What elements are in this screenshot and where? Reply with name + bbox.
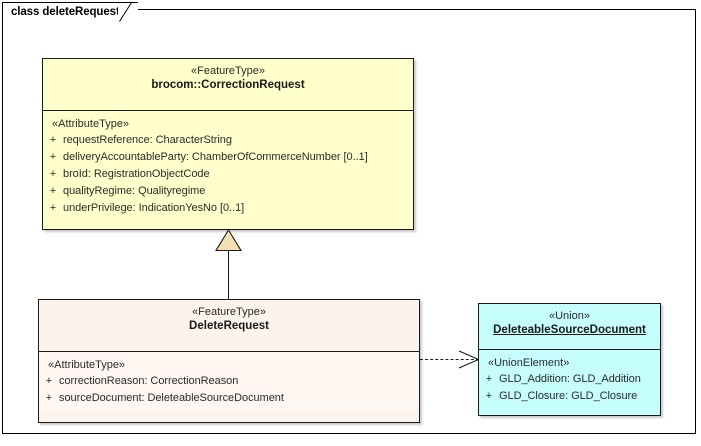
attribute-row[interactable]: + requestReference: CharacterString [43,132,413,149]
attribute-row[interactable]: + broId: RegistrationObjectCode [43,166,413,183]
compartment-label: «AttributeType» [48,359,126,371]
visibility-marker: + [485,390,493,402]
attribute-text: requestReference: CharacterString [63,134,232,146]
attribute-row[interactable]: + GLD_Closure: GLD_Closure [479,388,660,405]
attribute-text: qualityRegime: Qualityregime [63,185,206,197]
attribute-row[interactable]: + GLD_Addition: GLD_Addition [479,371,660,388]
visibility-marker: + [49,134,57,146]
visibility-marker: + [485,373,493,385]
attribute-text: sourceDocument: DeleteableSourceDocument [59,392,284,404]
attribute-row[interactable]: + deliveryAccountableParty: ChamberOfCom… [43,149,413,166]
generalization-line[interactable] [228,250,229,299]
compartment-label: «AttributeType» [52,118,130,130]
diagram-frame [2,9,696,434]
attribute-text: deliveryAccountableParty: ChamberOfComme… [63,151,368,163]
class-name: brocom::CorrectionRequest [151,79,305,91]
class-box-correctionrequest[interactable]: «FeatureType» brocom::CorrectionRequest … [42,58,414,230]
dependency-line[interactable] [420,359,479,361]
class-name: DeleteRequest [189,320,269,332]
attribute-text: underPrivilege: IndicationYesNo [0..1] [63,202,245,214]
attribute-text: correctionReason: CorrectionReason [59,375,239,387]
class-stereotype: «FeatureType» [192,306,266,318]
attribute-text: GLD_Closure: GLD_Closure [499,390,638,402]
class-header-correctionrequest: «FeatureType» brocom::CorrectionRequest [43,59,413,111]
attributes-compartment-deleteablesourcedocument: «UnionElement» + GLD_Addition: GLD_Addit… [479,350,660,410]
visibility-marker: + [45,375,53,387]
visibility-marker: + [49,202,57,214]
visibility-marker: + [49,151,57,163]
diagram-frame-tab-notch-icon [118,2,140,22]
class-header-deleterequest: «FeatureType» DeleteRequest [39,300,419,352]
visibility-marker: + [45,392,53,404]
class-stereotype: «Union» [549,310,590,322]
visibility-marker: + [49,168,57,180]
diagram-frame-tab: class deleteRequest [2,2,138,21]
attribute-row[interactable]: + underPrivilege: IndicationYesNo [0..1] [43,200,413,217]
attribute-row[interactable]: + sourceDocument: DeleteableSourceDocume… [39,390,419,407]
attribute-row[interactable]: + correctionReason: CorrectionReason [39,373,419,390]
attribute-row[interactable]: + qualityRegime: Qualityregime [43,183,413,200]
attributes-compartment-correctionrequest: «AttributeType» + requestReference: Char… [43,111,413,222]
class-name: DeleteableSourceDocument [493,324,646,336]
attribute-text: broId: RegistrationObjectCode [63,168,210,180]
class-header-deleteablesourcedocument: «Union» DeleteableSourceDocument [479,304,660,350]
attribute-text: GLD_Addition: GLD_Addition [499,373,641,385]
compartment-label: «UnionElement» [488,357,570,369]
visibility-marker: + [49,185,57,197]
diagram-frame-label: class deleteRequest [11,6,120,18]
class-box-deleterequest[interactable]: «FeatureType» DeleteRequest «AttributeTy… [38,299,420,423]
class-stereotype: «FeatureType» [191,65,265,77]
generalization-triangle-icon [214,229,243,252]
class-box-deleteablesourcedocument[interactable]: «Union» DeleteableSourceDocument «UnionE… [478,303,661,416]
attributes-compartment-deleterequest: «AttributeType» + correctionReason: Corr… [39,352,419,412]
